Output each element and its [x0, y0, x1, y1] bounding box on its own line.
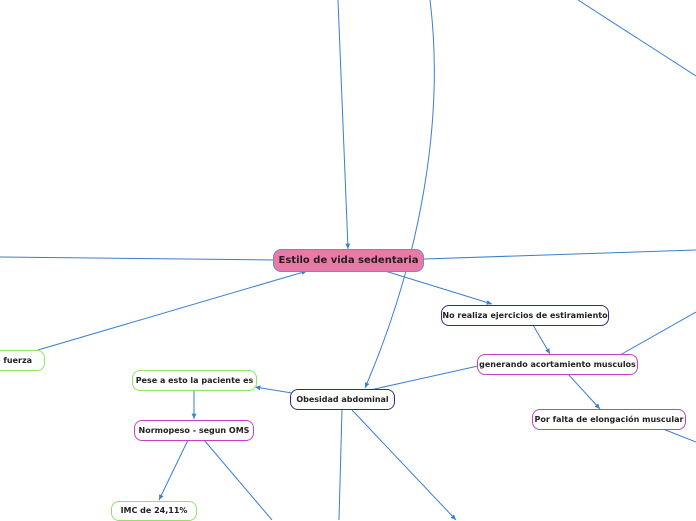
connector-normopeso-imc — [158, 439, 189, 501]
central-topic-label: Estilo de vida sedentaria — [278, 254, 419, 266]
node-generando[interactable]: generando acortamiento musculos — [477, 354, 638, 375]
connector-top-right — [577, 0, 696, 77]
node-pese-label: Pese a esto la paciente es — [135, 375, 254, 385]
node-pese[interactable]: Pese a esto la paciente es — [132, 370, 257, 391]
connector-central-right — [423, 249, 696, 260]
connector-normopeso-down — [203, 439, 273, 520]
connector-generando-porfalta — [567, 373, 601, 410]
node-imc[interactable]: IMC de 24,11% — [111, 501, 197, 521]
connector-generando-obesidad — [369, 365, 479, 391]
node-no-realiza-label: No realiza ejercicios de estiramiento — [442, 310, 608, 320]
connector-obesidad-down — [338, 409, 343, 520]
node-imc-label: IMC de 24,11% — [120, 506, 188, 515]
node-por-falta-label: Por falta de elongación muscular — [534, 414, 684, 424]
connector-obesidad-downright — [351, 409, 457, 520]
connector-porfalta-edge — [662, 428, 696, 443]
node-obesidad-label: Obesidad abdominal — [296, 394, 389, 404]
connector-top-left — [337, 0, 351, 250]
node-fuerza-label: de fuerza — [0, 355, 32, 365]
central-topic[interactable]: Estilo de vida sedentaria — [273, 249, 424, 272]
node-normopeso[interactable]: Normopeso - segun OMS — [134, 420, 254, 441]
node-por-falta[interactable]: Por falta de elongación muscular — [532, 409, 686, 430]
connector-fuerza-central — [37, 270, 308, 351]
connector-obesidad-pese — [254, 385, 293, 394]
node-generando-label: generando acortamiento musculos — [479, 359, 636, 369]
node-no-realiza[interactable]: No realiza ejercicios de estiramiento — [441, 305, 609, 326]
node-fuerza[interactable]: de fuerza — [0, 350, 45, 371]
connector-central-left — [0, 256, 275, 261]
connector-norealiza-generando — [532, 324, 551, 355]
node-normopeso-label: Normopeso - segun OMS — [138, 425, 250, 435]
connector-edge-generando — [619, 311, 696, 356]
connector-central-norealiza — [384, 270, 493, 305]
node-obesidad[interactable]: Obesidad abdominal — [290, 389, 395, 410]
connector-obesidad-top — [364, 0, 435, 389]
